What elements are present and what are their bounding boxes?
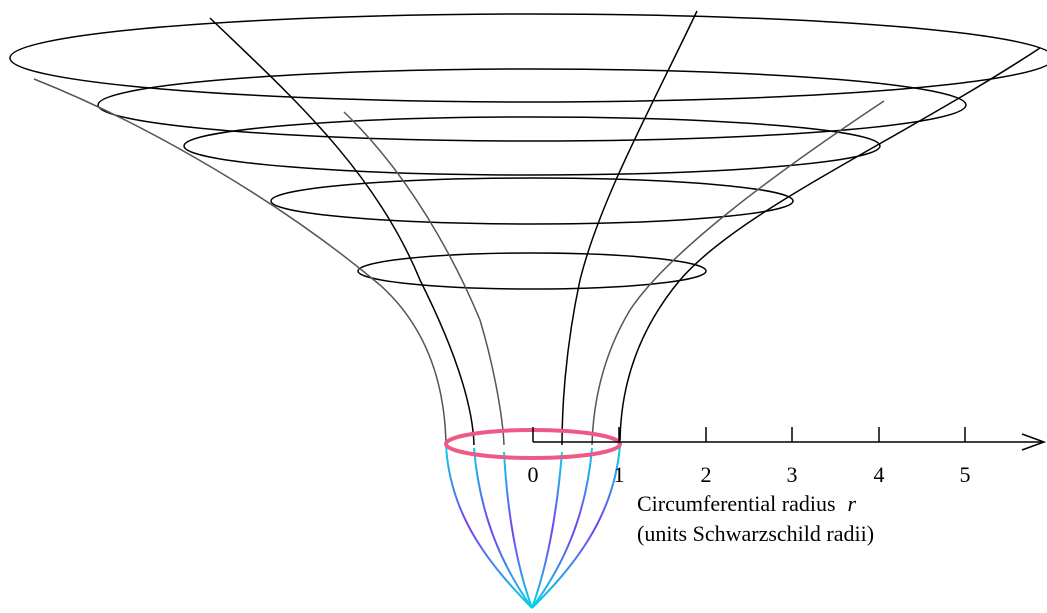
axis-title-line2: (units Schwarzschild radii) (637, 521, 874, 546)
interior-curve (445, 444, 533, 609)
radius-axis (532, 427, 1047, 451)
funnel-ring (9, 13, 1047, 103)
tick-label-3: 3 (787, 462, 798, 487)
interior-curve (531, 444, 621, 609)
meridian-line (343, 111, 505, 446)
meridian-line (33, 78, 447, 446)
funnel-ring (270, 177, 794, 225)
interior-curve (531, 447, 593, 609)
tick-label-0: 0 (528, 462, 539, 487)
funnel-ring (183, 116, 881, 176)
axis-arrow-icon (1021, 433, 1047, 451)
funnel-ring (97, 68, 967, 142)
funnel-rings (9, 13, 1047, 290)
funnel-ring (357, 252, 707, 290)
tick-label-2: 2 (701, 462, 712, 487)
meridian-line (209, 17, 475, 446)
meridian-line (561, 10, 698, 446)
meridian-line (591, 100, 885, 446)
interior-curve (473, 447, 533, 609)
axis-title-text: Circumferential radius (637, 491, 836, 516)
interior-curve (531, 451, 563, 609)
tick-label-5: 5 (960, 462, 971, 487)
axis-title-line1: Circumferential radius r (637, 491, 857, 516)
interior-curve (503, 451, 533, 609)
tick-labels: 0 1 2 3 4 5 (528, 462, 971, 487)
tick-label-1: 1 (614, 462, 625, 487)
meridian-line (619, 47, 1041, 446)
axis-title-variable: r (848, 491, 857, 516)
funnel-meridians (33, 10, 1041, 446)
interior-curves (445, 444, 621, 609)
tick-label-4: 4 (874, 462, 885, 487)
